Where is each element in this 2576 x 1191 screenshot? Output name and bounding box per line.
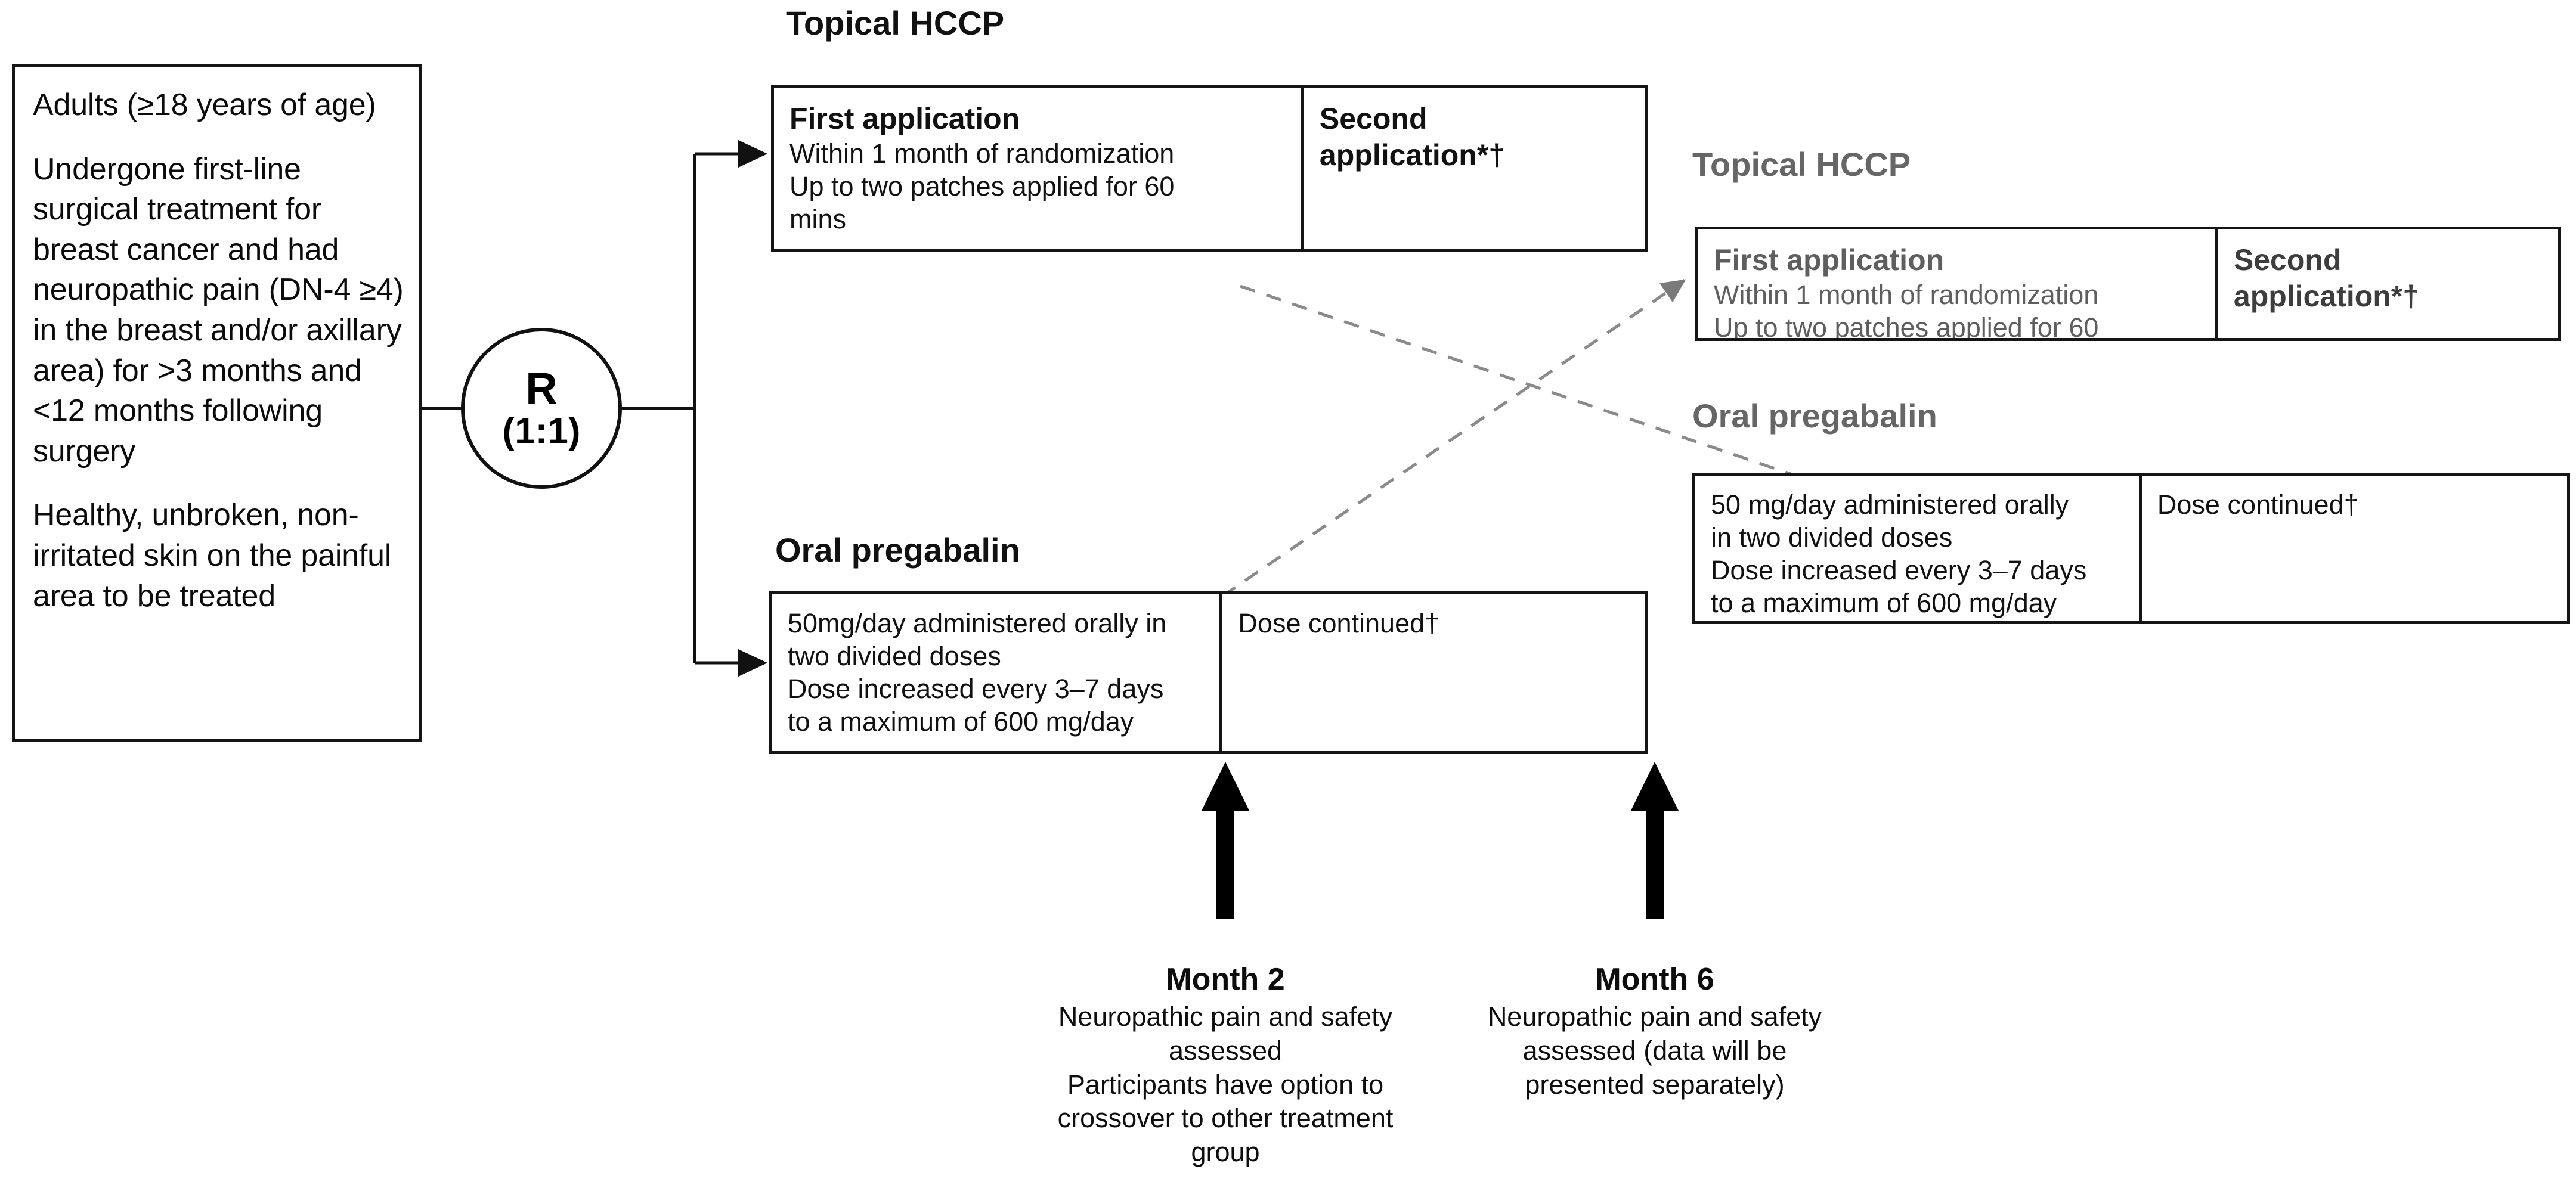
box-topical-hccp-primary: First application Within 1 month of rand… xyxy=(771,85,1648,252)
first-application-line: Up to two patches applied for 60 xyxy=(1714,312,2099,338)
cell-pregabalin-dosing-crossover: 50 mg/day administered orally in two div… xyxy=(1695,476,2142,621)
cell-dose-continued-primary: Dose continued† xyxy=(1222,594,1645,751)
cell-second-application-primary: Second application*† xyxy=(1304,88,1645,249)
randomization-connector xyxy=(622,139,767,677)
dose-continued-label: Dose continued† xyxy=(1238,608,1440,638)
box-topical-hccp-crossover: First application Within 1 month of rand… xyxy=(1695,227,2561,341)
eligibility-item: Adults (≥18 years of age) xyxy=(33,88,376,122)
randomization-letter: R xyxy=(525,363,558,413)
cell-second-application-crossover: Second application*† xyxy=(2218,229,2558,338)
cell-first-application-crossover: First application Within 1 month of rand… xyxy=(1698,229,2218,338)
randomization-node: R (1:1) xyxy=(461,328,622,489)
cell-first-application-primary: First application Within 1 month of rand… xyxy=(774,88,1304,249)
crossover-arrow-pregabalin-to-hccp xyxy=(1221,278,1686,598)
pregabalin-dose-line: Dose increased every 3–7 days xyxy=(788,673,1164,704)
heading-oral-pregabalin-crossover: Oral pregabalin xyxy=(1692,397,1937,435)
timepoint-line: group xyxy=(1191,1137,1260,1168)
timepoint-month-6: Month 6 Neuropathic pain and safety asse… xyxy=(1464,961,1846,1102)
heading-oral-pregabalin-primary: Oral pregabalin xyxy=(775,531,1020,569)
pregabalin-dose-line: to a maximum of 600 mg/day xyxy=(1711,587,2057,618)
pregabalin-dose-line: 50mg/day administered orally in xyxy=(788,608,1167,638)
month-6-arrow xyxy=(1631,762,1679,919)
timepoint-line: Neuropathic pain and safety xyxy=(1058,1001,1393,1032)
second-application-title: application*† xyxy=(1319,138,1506,172)
first-application-title: First application xyxy=(789,102,1020,135)
cell-pregabalin-dosing-primary: 50mg/day administered orally in two divi… xyxy=(772,594,1223,751)
pregabalin-dose-line: in two divided doses xyxy=(1711,522,1953,553)
box-oral-pregabalin-primary: 50mg/day administered orally in two divi… xyxy=(769,591,1648,754)
second-application-title: application*† xyxy=(2233,280,2420,313)
box-oral-pregabalin-crossover: 50 mg/day administered orally in two div… xyxy=(1692,473,2570,624)
pregabalin-dose-line: Dose increased every 3–7 days xyxy=(1711,554,2087,585)
eligibility-item: Undergone first-line surgical treatment … xyxy=(33,151,404,469)
first-application-line: Up to two patches applied for 60 xyxy=(789,170,1175,201)
timepoint-line: crossover to other treatment xyxy=(1057,1103,1394,1134)
month-2-arrow xyxy=(1202,762,1249,919)
pregabalin-dose-line: two divided doses xyxy=(788,640,1001,671)
pregabalin-dose-line: 50 mg/day administered orally xyxy=(1711,489,2069,520)
timepoint-line: Participants have option to xyxy=(1067,1069,1384,1100)
first-application-line: Within 1 month of randomization xyxy=(789,138,1175,169)
first-application-title: First application xyxy=(1714,243,1945,277)
second-application-title: Second xyxy=(2233,243,2342,277)
first-application-line: Within 1 month of randomization xyxy=(1714,280,2099,310)
dose-continued-label: Dose continued† xyxy=(2157,489,2359,520)
pregabalin-dose-line: to a maximum of 600 mg/day xyxy=(788,706,1134,737)
timepoint-month-2: Month 2 Neuropathic pain and safety asse… xyxy=(1032,961,1419,1170)
cell-dose-continued-crossover: Dose continued† xyxy=(2142,476,2567,621)
timepoint-line: assessed xyxy=(1168,1035,1283,1066)
eligibility-criteria-box: Adults (≥18 years of age) Undergone firs… xyxy=(12,64,422,742)
timepoint-line: assessed (data will be xyxy=(1522,1035,1787,1066)
randomization-ratio: (1:1) xyxy=(502,411,581,452)
heading-topical-hccp-primary: Topical HCCP xyxy=(786,4,1005,42)
timepoint-line: presented separately) xyxy=(1525,1069,1785,1100)
timepoint-line: Neuropathic pain and safety xyxy=(1487,1001,1822,1032)
timepoint-title: Month 2 xyxy=(1166,962,1285,997)
first-application-line: mins xyxy=(789,203,847,234)
second-application-title: Second xyxy=(1319,102,1428,135)
heading-topical-hccp-crossover: Topical HCCP xyxy=(1692,145,1911,183)
timepoint-title: Month 6 xyxy=(1595,962,1714,997)
eligibility-item: Healthy, unbroken, non-irritated skin on… xyxy=(33,498,392,613)
